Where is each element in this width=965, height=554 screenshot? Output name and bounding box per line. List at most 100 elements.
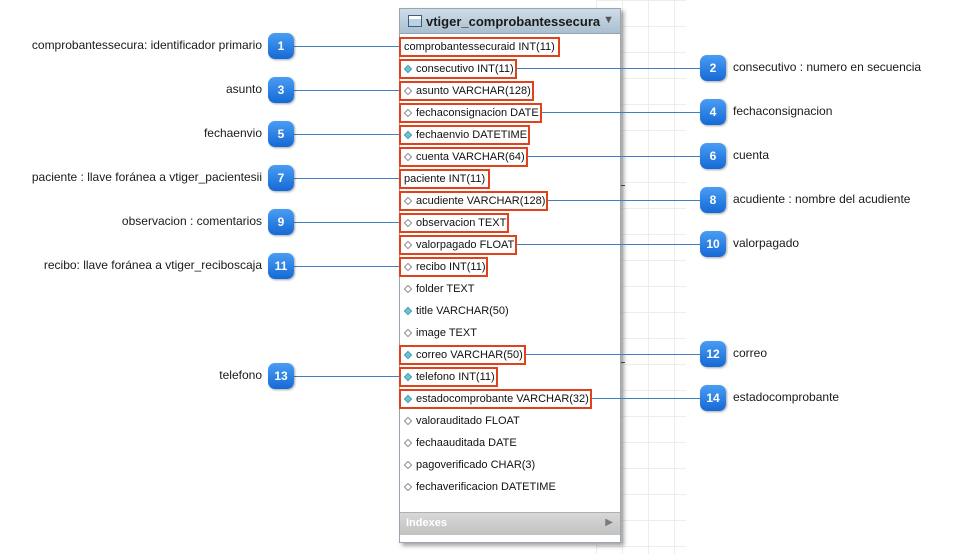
column-text: correo VARCHAR(50) — [416, 349, 523, 361]
column-text: valorauditado FLOAT — [416, 415, 520, 427]
column-text: fechaconsignacion DATE — [416, 107, 539, 119]
column-row[interactable]: observacion TEXT — [401, 214, 506, 232]
indexes-label: Indexes — [406, 517, 447, 529]
column-row[interactable]: cuenta VARCHAR(64) — [401, 148, 525, 166]
column-text: recibo INT(11) — [416, 261, 486, 273]
callout-label: paciente : llave foránea a vtiger_pacien… — [31, 170, 262, 184]
callout-connector — [294, 266, 399, 267]
callout-badge: 11 — [268, 253, 294, 279]
column-row[interactable]: fechaverificacion DATETIME — [401, 478, 556, 496]
column-text: paciente INT(11) — [404, 173, 486, 185]
table-header[interactable]: vtiger_comprobantessecura ▼ — [400, 9, 620, 34]
callout-badge: 12 — [700, 341, 726, 367]
callout-badge: 3 — [268, 77, 294, 103]
callout-badge: 6 — [700, 143, 726, 169]
callout-badge: 8 — [700, 187, 726, 213]
row-highlight — [399, 37, 560, 57]
column-row[interactable]: fechaauditada DATE — [401, 434, 517, 452]
column-row[interactable]: title VARCHAR(50) — [401, 302, 509, 320]
column-row[interactable]: fechaenvio DATETIME — [401, 126, 527, 144]
callout-connector — [294, 376, 399, 377]
column-diamond-icon — [403, 284, 413, 294]
callout-label: consecutivo : numero en secuencia — [733, 60, 922, 74]
column-row[interactable]: pagoverificado CHAR(3) — [401, 456, 535, 474]
row-highlight — [399, 367, 498, 387]
callout-connector — [526, 354, 700, 355]
grid-connector-top — [619, 185, 625, 186]
column-row[interactable]: valorpagado FLOAT — [401, 236, 514, 254]
row-highlight — [399, 389, 592, 409]
column-text: observacion TEXT — [416, 217, 507, 229]
column-row[interactable]: recibo INT(11) — [401, 258, 485, 276]
callout-badge: 4 — [700, 99, 726, 125]
column-text: image TEXT — [416, 327, 477, 339]
row-highlight — [399, 345, 526, 365]
callout-connector — [294, 222, 399, 223]
column-row[interactable]: estadocomprobante VARCHAR(32) — [401, 390, 589, 408]
callout-badge: 9 — [268, 209, 294, 235]
row-highlight — [399, 257, 488, 277]
expand-arrow-icon[interactable]: ▶ — [605, 517, 613, 528]
callout-connector — [294, 90, 399, 91]
callout-connector — [548, 200, 700, 201]
callout-label: correo — [733, 346, 768, 360]
callout-connector — [517, 68, 700, 69]
column-row[interactable]: paciente INT(11) — [401, 170, 485, 188]
column-text: title VARCHAR(50) — [416, 305, 509, 317]
column-text: cuenta VARCHAR(64) — [416, 151, 525, 163]
column-text: fechaenvio DATETIME — [416, 129, 528, 141]
callout-badge: 10 — [700, 231, 726, 257]
callout-label: estadocomprobante — [733, 390, 840, 404]
row-highlight — [399, 169, 490, 189]
callout-label: valorpagado — [733, 236, 800, 250]
callout-label: fechaconsignacion — [733, 104, 833, 118]
column-text: folder TEXT — [416, 283, 475, 295]
row-highlight — [399, 125, 530, 145]
column-text: consecutivo INT(11) — [416, 63, 514, 75]
callout-badge: 7 — [268, 165, 294, 191]
column-row[interactable]: asunto VARCHAR(128) — [401, 82, 531, 100]
callout-badge: 2 — [700, 55, 726, 81]
callout-badge: 14 — [700, 385, 726, 411]
column-row[interactable]: acudiente VARCHAR(128) — [401, 192, 545, 210]
table-title: vtiger_comprobantessecura — [426, 14, 601, 29]
indexes-section[interactable]: Indexes ▶ — [400, 512, 620, 535]
column-diamond-icon — [403, 416, 413, 426]
row-highlight — [399, 59, 517, 79]
table-icon — [408, 15, 422, 27]
column-row[interactable]: folder TEXT — [401, 280, 475, 298]
row-highlight — [399, 213, 509, 233]
row-highlight — [399, 235, 517, 255]
column-text: acudiente VARCHAR(128) — [416, 195, 546, 207]
column-diamond-icon — [403, 482, 413, 492]
callout-label: fechaenvio — [203, 126, 262, 140]
column-row[interactable]: comprobantessecuraid INT(11) — [401, 38, 555, 56]
column-row[interactable]: valorauditado FLOAT — [401, 412, 520, 430]
column-text: telefono INT(11) — [416, 371, 495, 383]
callout-badge: 1 — [268, 33, 294, 59]
callout-badge: 13 — [268, 363, 294, 389]
key-diamond-icon — [403, 306, 413, 316]
callout-label: acudiente : nombre del acudiente — [733, 192, 911, 206]
callout-label: observacion : comentarios — [121, 214, 262, 228]
column-diamond-icon — [403, 438, 413, 448]
column-row[interactable]: consecutivo INT(11) — [401, 60, 514, 78]
callout-connector — [294, 46, 399, 47]
callout-connector — [294, 134, 399, 135]
column-text: estadocomprobante VARCHAR(32) — [416, 393, 589, 405]
row-highlight — [399, 81, 534, 101]
column-row[interactable]: correo VARCHAR(50) — [401, 346, 523, 364]
callout-connector — [528, 156, 700, 157]
column-row[interactable]: image TEXT — [401, 324, 477, 342]
callout-connector — [517, 244, 700, 245]
column-row[interactable]: fechaconsignacion DATE — [401, 104, 539, 122]
column-row[interactable]: telefono INT(11) — [401, 368, 495, 386]
column-text: valorpagado FLOAT — [416, 239, 515, 251]
row-highlight — [399, 103, 542, 123]
collapse-arrow-icon[interactable]: ▼ — [603, 14, 614, 26]
callout-label: comprobantessecura: identificador primar… — [31, 38, 262, 52]
column-diamond-icon — [403, 328, 413, 338]
column-diamond-icon — [403, 460, 413, 470]
column-text: comprobantessecuraid INT(11) — [404, 41, 555, 53]
callout-label: cuenta — [733, 148, 770, 162]
